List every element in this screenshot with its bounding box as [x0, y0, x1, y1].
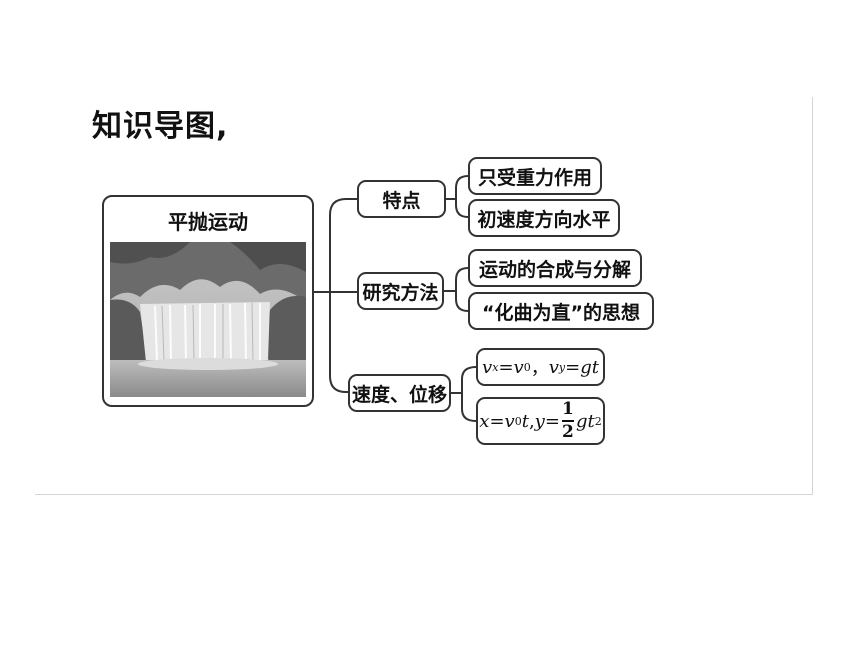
- branch-research-method: 研究方法: [357, 272, 444, 310]
- root-node: 平抛运动: [102, 195, 314, 407]
- leaf-horizontal-initial-velocity: 初速度方向水平: [468, 199, 620, 237]
- leaf-composition-decomposition: 运动的合成与分解: [468, 249, 642, 287]
- fraction-one-half: 1 2: [561, 399, 574, 442]
- branch-characteristics: 特点: [357, 180, 446, 218]
- branch-velocity-displacement: 速度、位移: [348, 374, 451, 412]
- leaf-only-gravity: 只受重力作用: [468, 157, 602, 195]
- slide-border-bottom: [35, 494, 813, 495]
- root-label: 平抛运动: [168, 210, 248, 234]
- waterfall-photo: [110, 242, 306, 397]
- page-title: 知识导图,: [92, 109, 229, 144]
- leaf-curve-to-straight: “化曲为直”的思想: [468, 292, 654, 330]
- slide-border-right: [812, 97, 813, 495]
